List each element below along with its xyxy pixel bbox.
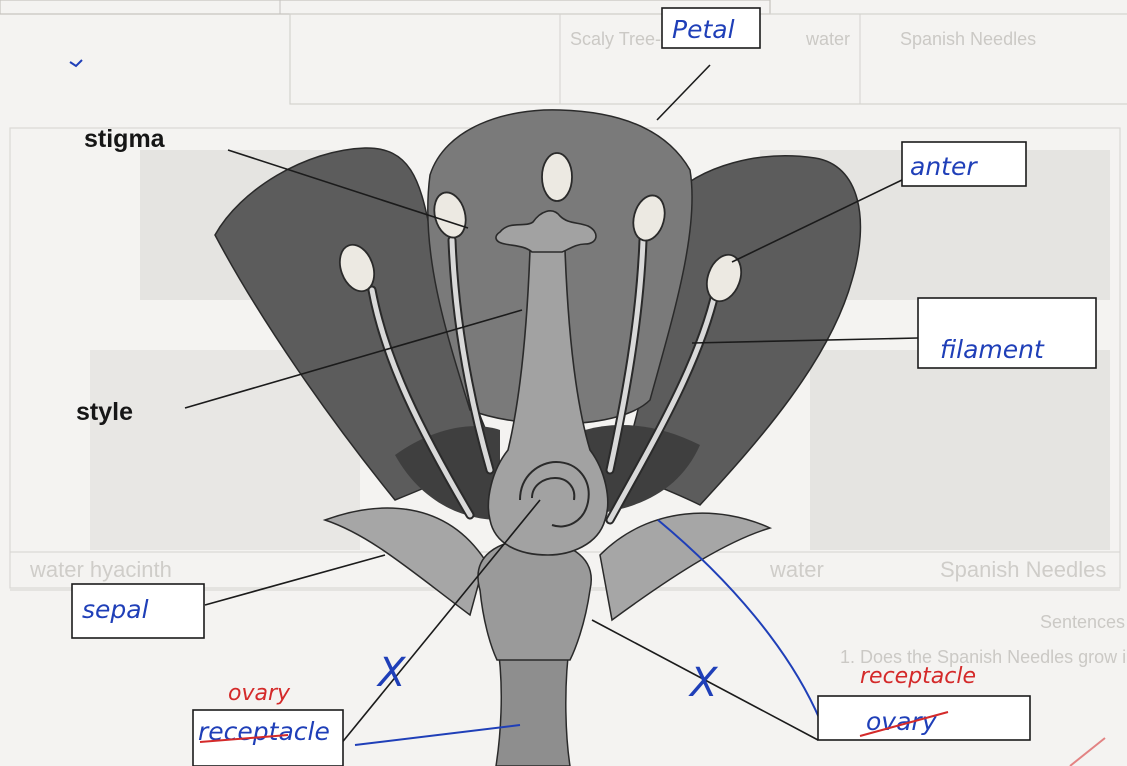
receptacle-answer: receptacle [198,717,330,746]
stray-mark [70,60,82,66]
cross-mark: X [376,650,407,696]
stigma-label: stigma [84,125,166,153]
bg-photo [810,350,1110,550]
bg-table-cell: Spanish Needles [900,29,1036,49]
bg-table-cell: water [805,29,850,49]
receptacle [478,540,591,660]
bg-handwriting: water hyacinth [29,557,172,582]
sepal-answer: sepal [82,595,149,624]
bg-red-mark [1070,738,1105,766]
style-label: style [76,398,133,426]
petal-answer: Petal [672,15,735,44]
left-sepal [325,508,485,615]
top-table-row [0,0,770,14]
bg-heading: Sentences [1040,612,1125,632]
anther-answer: anter [910,152,978,181]
receptacle-correction: ovary [228,681,291,706]
ovary-correction: receptacle [860,664,976,689]
bg-handwriting: water [769,557,824,582]
bg-handwriting: Spanish Needles [940,557,1106,582]
cross-mark: X [688,660,719,706]
filament-answer: filament [940,335,1045,364]
